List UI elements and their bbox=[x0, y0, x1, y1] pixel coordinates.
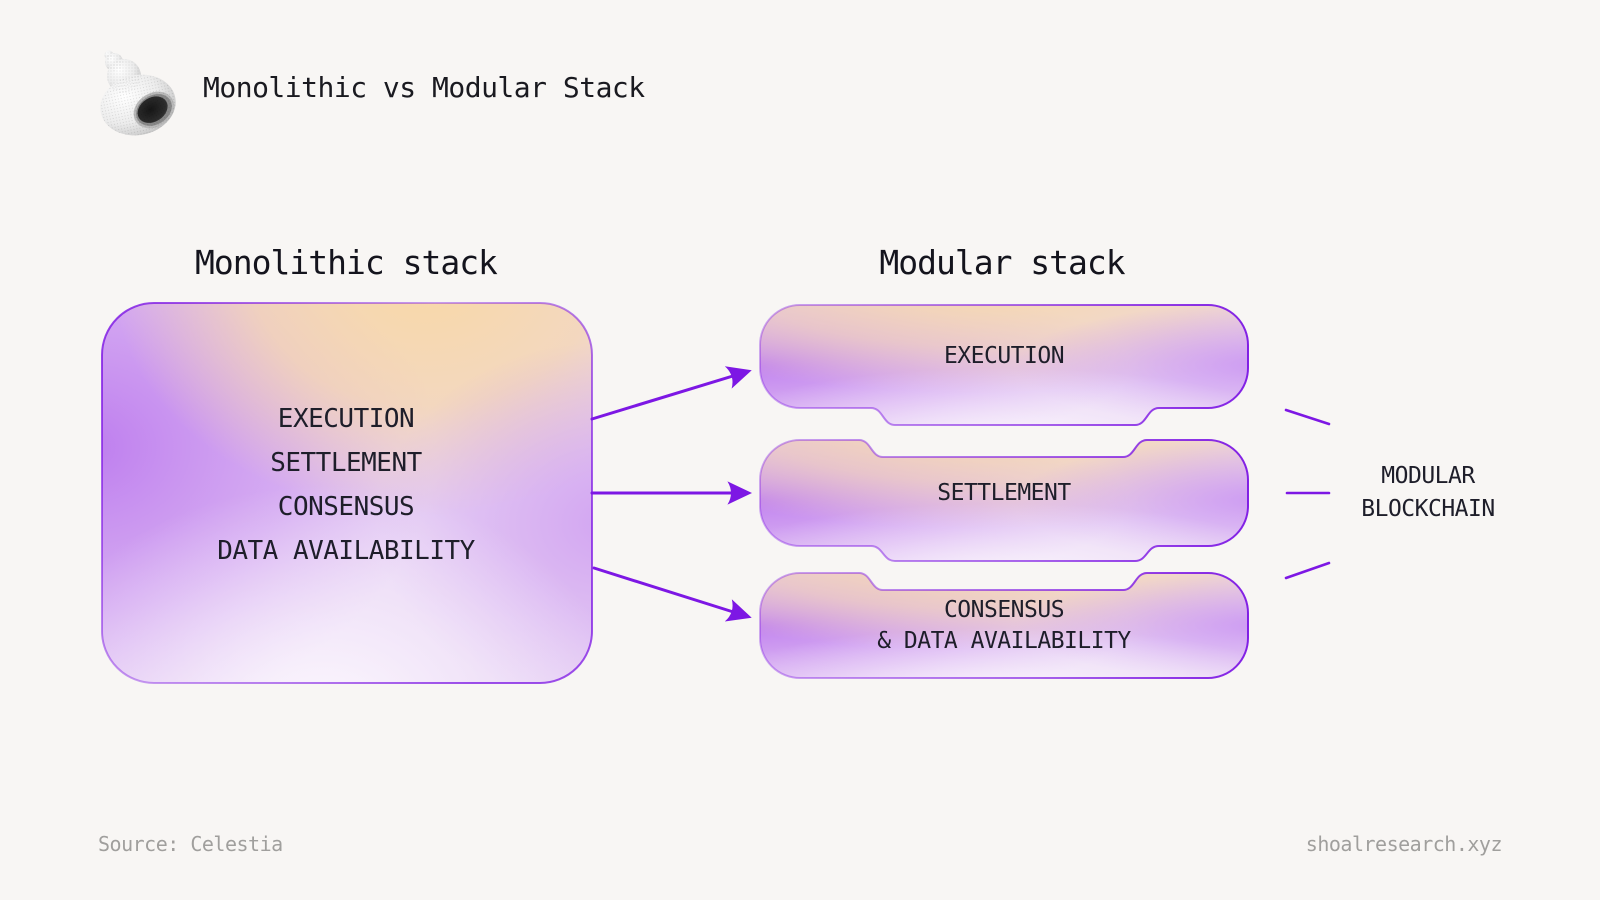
modular-label-execution: EXECUTION bbox=[760, 305, 1248, 408]
modular-blockchain-line: BLOCKCHAIN bbox=[1361, 496, 1495, 522]
site-label: shoalresearch.xyz bbox=[1305, 832, 1503, 856]
arrow-to-execution bbox=[590, 366, 752, 421]
monolithic-layer-consensus: CONSENSUS bbox=[277, 492, 415, 522]
modular-label-line: SETTLEMENT bbox=[937, 479, 1071, 506]
modular-label-line: & DATA AVAILABILITY bbox=[877, 627, 1131, 654]
modular-label-settlement: SETTLEMENT bbox=[760, 440, 1248, 546]
modular-connector-lines bbox=[1284, 408, 1331, 580]
monolithic-layer-settlement: SETTLEMENT bbox=[270, 448, 422, 478]
monolithic-layer-execution: EXECUTION bbox=[277, 404, 415, 434]
modular-stack-title: Modular stack bbox=[879, 242, 1125, 282]
modular-label-consensus-da: CONSENSUS & DATA AVAILABILITY bbox=[760, 573, 1248, 678]
shell-icon bbox=[100, 50, 176, 136]
monolithic-layer-data-availability: DATA AVAILABILITY bbox=[217, 536, 475, 566]
source-label: Source: Celestia bbox=[98, 832, 283, 856]
monolithic-box bbox=[101, 302, 593, 684]
connector-consensus bbox=[1284, 561, 1331, 580]
flow-arrows bbox=[590, 366, 753, 622]
modular-blockchain-label: MODULAR BLOCKCHAIN bbox=[1320, 460, 1536, 526]
modular-label-line: CONSENSUS bbox=[943, 596, 1065, 623]
connector-execution bbox=[1284, 408, 1331, 426]
monolithic-layers: EXECUTION SETTLEMENT CONSENSUS DATA AVAI… bbox=[98, 302, 594, 682]
page-title: Monolithic vs Modular Stack bbox=[203, 70, 645, 104]
modular-blockchain-line: MODULAR bbox=[1381, 463, 1475, 489]
monolithic-stack-title: Monolithic stack bbox=[195, 242, 498, 282]
arrow-to-consensus bbox=[592, 566, 752, 622]
modular-label-line: EXECUTION bbox=[943, 343, 1065, 369]
monolithic-box-shape bbox=[101, 302, 593, 684]
